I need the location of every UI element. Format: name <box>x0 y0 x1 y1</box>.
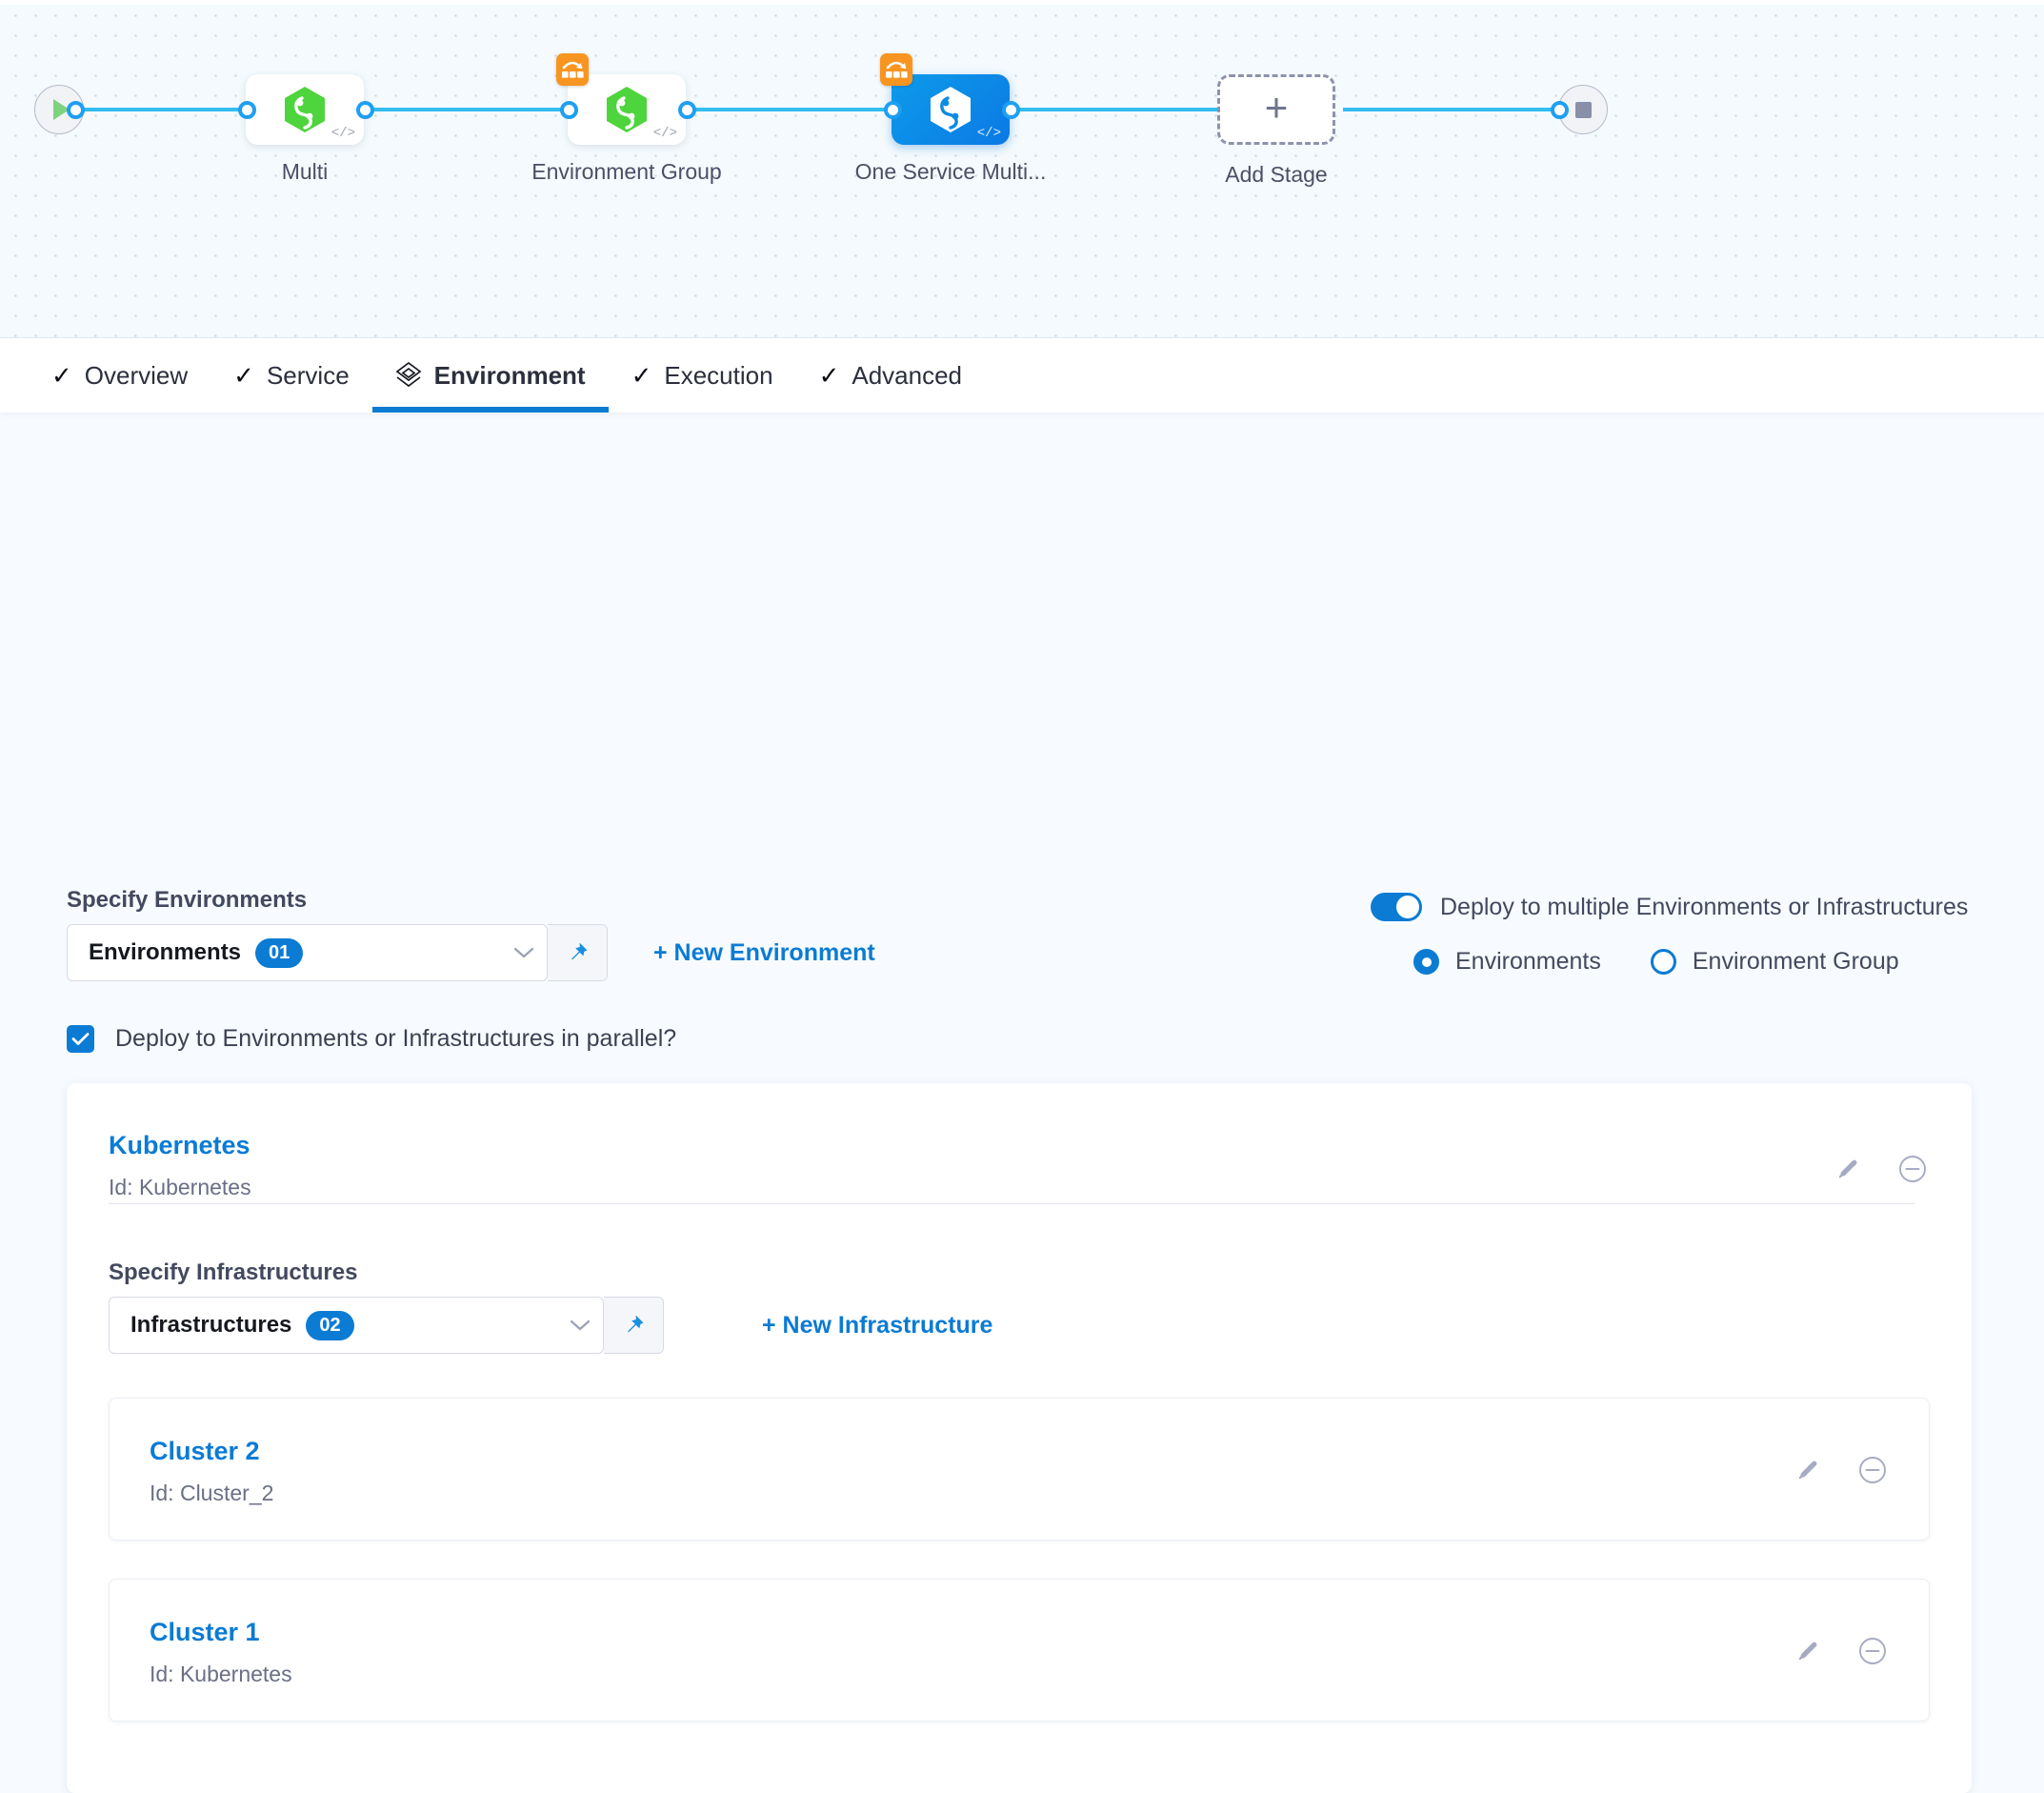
environment-type-radio-group: Environments Environment Group <box>1413 948 1899 976</box>
check-icon: ✓ <box>631 361 652 390</box>
environments-pin-button[interactable] <box>548 924 608 981</box>
environment-card: Kubernetes Id: Kubernetes Specify Infras… <box>67 1083 1972 1793</box>
tab-label: Overview <box>84 360 189 390</box>
tab-environment[interactable]: Environment <box>371 338 609 413</box>
stop-icon <box>1574 101 1592 118</box>
stage-label-environment-group: Environment Group <box>531 159 722 184</box>
radio-environments-icon[interactable] <box>1413 949 1439 975</box>
infrastructure-title[interactable]: Cluster 2 <box>150 1437 260 1465</box>
port-oneservice-out[interactable] <box>1002 101 1020 119</box>
pipeline-canvas[interactable]: </> Multi </> Environment Group <box>0 0 2044 338</box>
layers-icon <box>395 361 422 390</box>
port-start-out[interactable] <box>67 101 85 119</box>
tab-advanced[interactable]: ✓ Advanced <box>796 338 985 413</box>
wire-oneservice-to-addstage <box>1017 108 1225 111</box>
infrastructure-remove-button[interactable] <box>1855 1634 1890 1668</box>
new-environment-link[interactable]: + New Environment <box>653 939 875 966</box>
tab-service[interactable]: ✓ Service <box>210 338 372 413</box>
infrastructures-dropdown[interactable]: Infrastructures 02 <box>109 1297 604 1354</box>
environments-count-badge: 01 <box>255 937 304 968</box>
tab-execution[interactable]: ✓ Execution <box>609 338 796 413</box>
parallel-deploy-row: Deploy to Environments or Infrastructure… <box>67 1025 676 1053</box>
radio-environments-label: Environments <box>1455 948 1601 975</box>
wire-multi-to-envgroup <box>371 108 570 111</box>
port-multi-in[interactable] <box>238 101 256 119</box>
stage-node-environment-group[interactable]: </> <box>556 53 686 145</box>
infrastructures-dropdown-text: Infrastructures <box>130 1312 292 1338</box>
harness-logo-icon <box>607 87 647 132</box>
environment-remove-button[interactable] <box>1895 1152 1930 1186</box>
tab-label: Environment <box>433 360 586 390</box>
tab-label: Execution <box>664 360 773 390</box>
new-infrastructure-link[interactable]: + New Infrastructure <box>762 1312 993 1339</box>
specify-infrastructures-label: Specify Infrastructures <box>109 1259 358 1285</box>
radio-environment-group-icon[interactable] <box>1650 949 1676 975</box>
port-end-in[interactable] <box>1551 101 1569 119</box>
rollback-badge-icon <box>556 53 589 86</box>
plus-icon: + <box>1264 85 1289 130</box>
tab-label: Service <box>266 360 350 390</box>
wire-addstage-to-end <box>1343 108 1564 111</box>
deploy-multiple-toggle[interactable] <box>1371 893 1422 921</box>
port-multi-out[interactable] <box>356 101 374 119</box>
infrastructure-id: Id: Cluster_2 <box>150 1481 274 1505</box>
environment-card-id: Id: Kubernetes <box>109 1175 251 1199</box>
infrastructure-title[interactable]: Cluster 1 <box>150 1618 260 1646</box>
play-icon <box>53 99 70 120</box>
parallel-deploy-checkbox[interactable] <box>67 1025 94 1053</box>
environments-dropdown-text: Environments <box>89 939 242 965</box>
infrastructures-dropdown-value[interactable]: Infrastructures 02 <box>110 1298 557 1353</box>
code-glyph-icon: </> <box>976 126 1001 141</box>
stage-node-one-service-multi[interactable]: </> <box>880 53 1010 145</box>
stage-label-one-service-multi: One Service Multi... <box>854 159 1047 184</box>
add-stage-button[interactable]: + <box>1217 74 1335 145</box>
code-glyph-icon: </> <box>331 126 355 141</box>
check-icon: ✓ <box>233 361 254 390</box>
deploy-multiple-label: Deploy to multiple Environments or Infra… <box>1440 893 1969 920</box>
infrastructure-id: Id: Kubernetes <box>150 1662 292 1686</box>
wire-envgroup-to-oneservice <box>693 108 895 111</box>
port-oneservice-in[interactable] <box>884 101 902 119</box>
specify-environments-label: Specify Environments <box>67 887 308 913</box>
radio-option-environments[interactable]: Environments <box>1413 948 1601 976</box>
stage-label-multi: Multi <box>281 159 329 184</box>
deploy-multiple-toggle-row: Deploy to multiple Environments or Infra… <box>1371 893 1968 921</box>
check-icon: ✓ <box>818 361 840 390</box>
port-envgroup-out[interactable] <box>678 101 696 119</box>
wire-start-to-multi <box>74 108 248 111</box>
environments-dropdown[interactable]: Environments 01 <box>67 924 548 981</box>
toggle-knob <box>1396 896 1419 918</box>
environments-dropdown-value[interactable]: Environments 01 <box>68 925 501 980</box>
check-icon: ✓ <box>51 361 72 390</box>
infrastructure-remove-button[interactable] <box>1855 1453 1890 1487</box>
rollback-badge-icon <box>880 53 912 86</box>
infrastructure-card-cluster-1[interactable]: Cluster 1 Id: Kubernetes <box>109 1579 1930 1722</box>
infrastructure-edit-button[interactable] <box>1791 1634 1825 1668</box>
radio-environment-group-label: Environment Group <box>1692 948 1899 975</box>
pin-icon[interactable] <box>604 1298 663 1353</box>
code-glyph-icon: </> <box>652 126 677 141</box>
environment-card-title[interactable]: Kubernetes <box>109 1131 250 1159</box>
infrastructure-card-cluster-2[interactable]: Cluster 2 Id: Cluster_2 <box>109 1398 1930 1541</box>
environment-panel: Specify Environments Environments 01 + N… <box>0 413 2044 1793</box>
chevron-down-icon[interactable] <box>501 946 547 959</box>
chevron-down-icon[interactable] <box>557 1319 603 1332</box>
environment-edit-button[interactable] <box>1831 1152 1865 1186</box>
stage-node-multi[interactable]: </> <box>246 74 364 145</box>
infrastructures-count-badge: 02 <box>306 1310 354 1340</box>
pin-icon[interactable] <box>548 925 607 980</box>
environment-card-divider <box>109 1203 1914 1204</box>
stage-config-tabs: ✓ Overview ✓ Service Environment ✓ Execu… <box>0 338 2044 413</box>
tab-overview[interactable]: ✓ Overview <box>29 338 210 413</box>
harness-logo-icon <box>931 87 971 132</box>
infrastructure-edit-button[interactable] <box>1791 1453 1825 1487</box>
harness-logo-icon <box>285 87 325 132</box>
add-stage-label: Add Stage <box>1225 162 1328 187</box>
infrastructures-pin-button[interactable] <box>604 1297 664 1354</box>
port-envgroup-in[interactable] <box>560 101 578 119</box>
tab-label: Advanced <box>852 360 963 390</box>
parallel-deploy-label: Deploy to Environments or Infrastructure… <box>115 1025 677 1052</box>
radio-option-environment-group[interactable]: Environment Group <box>1650 948 1899 976</box>
